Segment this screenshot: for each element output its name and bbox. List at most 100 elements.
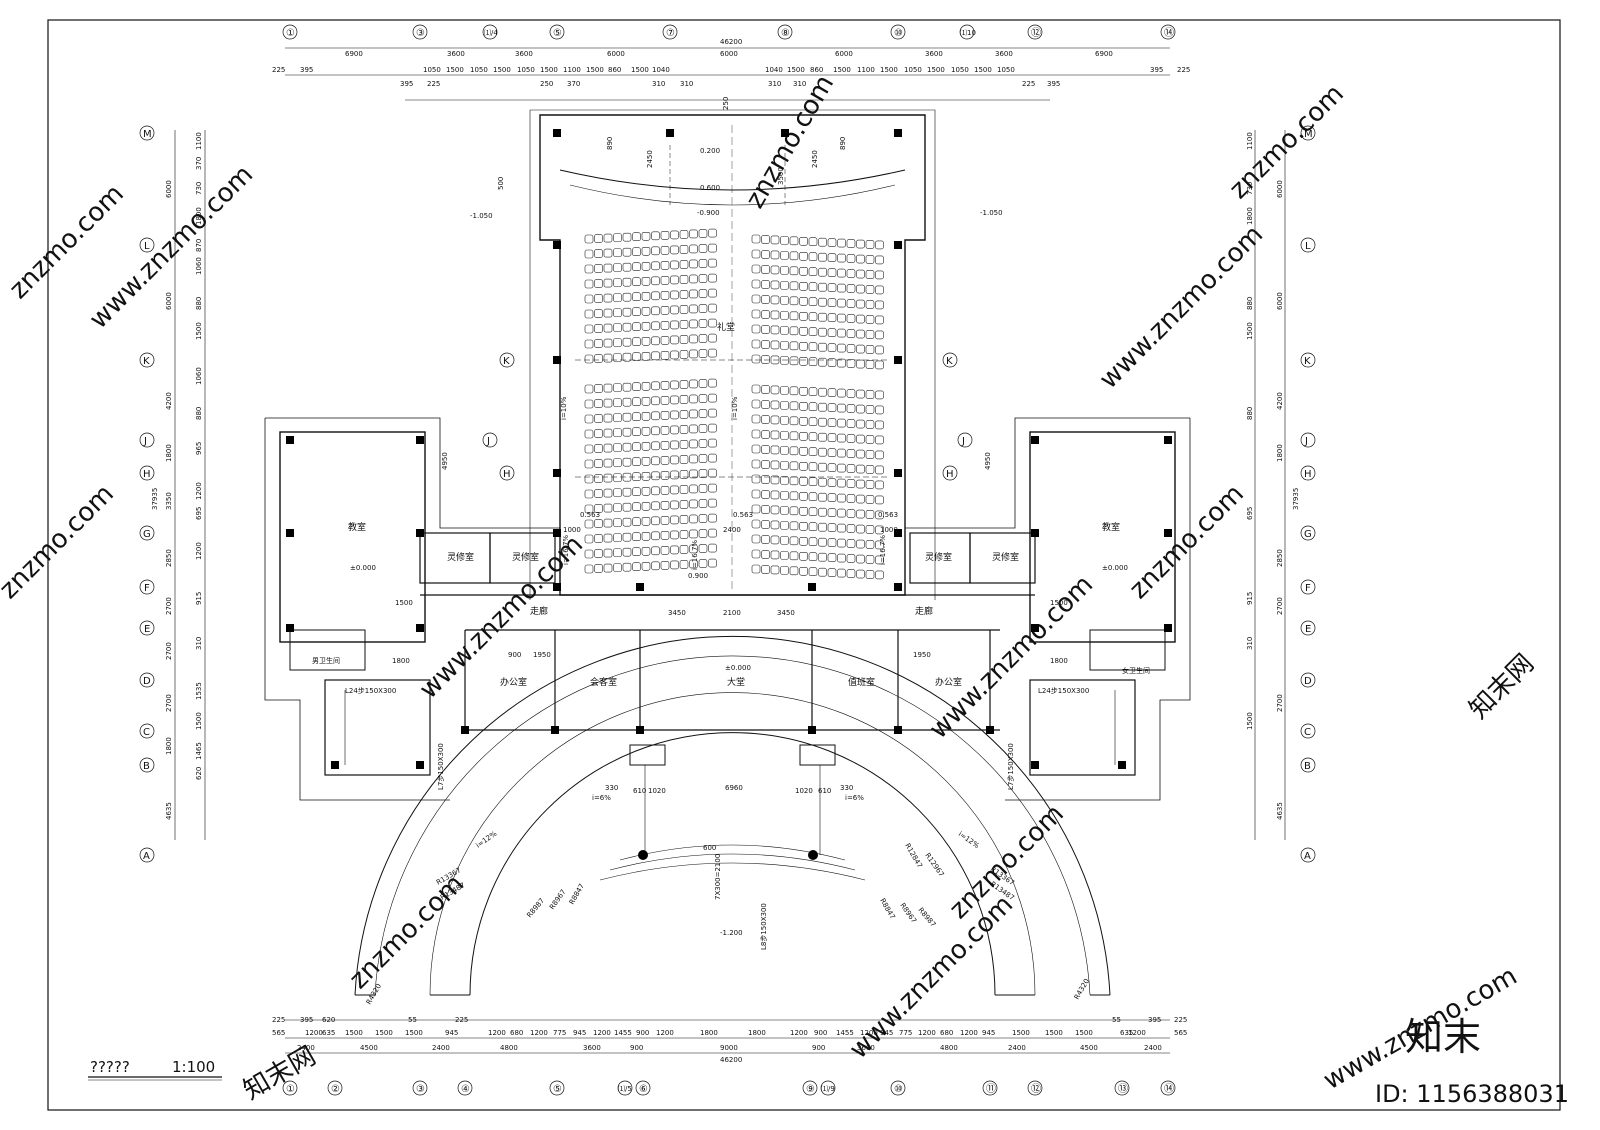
seat	[846, 404, 856, 413]
seat	[789, 551, 799, 561]
seat	[660, 261, 670, 270]
seat	[632, 352, 641, 362]
watermark-center-right: www.znzmo.com	[924, 570, 1099, 745]
seat	[818, 462, 827, 472]
svg-text:1465: 1465	[195, 742, 203, 760]
seat	[808, 327, 818, 337]
seat	[641, 561, 651, 571]
seat	[632, 427, 641, 437]
seat	[622, 352, 632, 362]
svg-text:55: 55	[408, 1016, 417, 1024]
seat	[827, 283, 837, 292]
seat	[660, 546, 670, 555]
seat	[865, 270, 875, 279]
seat	[846, 239, 856, 248]
seat	[689, 244, 698, 254]
svg-text:1455: 1455	[836, 1029, 854, 1037]
seat	[613, 428, 622, 437]
svg-text:3600: 3600	[515, 50, 533, 58]
seat	[670, 560, 679, 570]
seat	[689, 499, 698, 509]
seat	[770, 505, 780, 515]
seat	[641, 456, 651, 466]
seat	[837, 508, 846, 518]
seat	[622, 547, 632, 557]
seat	[875, 360, 884, 370]
svg-text:1200: 1200	[305, 1029, 323, 1037]
seat	[670, 485, 679, 495]
seat	[770, 235, 780, 245]
svg-text:1800: 1800	[1246, 207, 1254, 225]
seat	[641, 351, 651, 361]
svg-text:1200: 1200	[195, 542, 203, 560]
seat	[846, 419, 856, 428]
seat	[808, 552, 818, 562]
svg-text:2450: 2450	[646, 150, 654, 168]
seat	[632, 247, 641, 257]
svg-text:7X300=2100: 7X300=2100	[714, 854, 722, 900]
seat	[679, 485, 689, 494]
seat	[670, 305, 679, 315]
svg-text:2850: 2850	[165, 549, 173, 567]
seat	[808, 252, 818, 262]
left-side-dimensions: 6000 6000 4200 1800 3350 2850 2700 2700 …	[151, 180, 1300, 820]
seat	[837, 418, 846, 428]
seat	[698, 304, 708, 313]
seat	[679, 275, 689, 284]
room-office-right: 办公室	[935, 676, 962, 688]
seat	[632, 307, 641, 317]
seat	[660, 486, 670, 495]
svg-text:1050: 1050	[470, 66, 488, 74]
svg-text:E: E	[144, 624, 150, 635]
seat	[670, 380, 679, 390]
seat	[789, 356, 799, 366]
seat	[641, 336, 651, 346]
seat	[761, 460, 770, 469]
svg-text:0.563: 0.563	[733, 511, 753, 519]
seat	[846, 569, 856, 578]
seat	[689, 529, 698, 539]
seat	[698, 274, 708, 283]
seat	[708, 408, 717, 418]
svg-text:⑬: ⑬	[1118, 1083, 1128, 1095]
seat	[622, 232, 632, 242]
seat	[651, 381, 660, 391]
svg-text:F: F	[144, 583, 150, 594]
seat	[751, 249, 761, 259]
seat	[780, 476, 789, 485]
seat	[689, 544, 698, 554]
seat	[865, 405, 875, 414]
seat	[632, 457, 641, 467]
room-storage-1: 灵修室	[447, 551, 474, 563]
room-hall: 礼堂	[717, 321, 735, 333]
seat	[799, 401, 808, 411]
seat	[818, 492, 827, 502]
seat	[613, 323, 622, 332]
svg-text:1800: 1800	[1050, 657, 1068, 665]
seat	[856, 314, 865, 324]
svg-text:1800: 1800	[700, 1029, 718, 1037]
seat	[651, 531, 660, 541]
svg-text:2100: 2100	[723, 609, 741, 617]
seat	[698, 559, 708, 568]
seat	[780, 491, 789, 500]
seat	[603, 563, 613, 573]
column-mark	[1164, 624, 1172, 632]
seat	[799, 236, 808, 246]
seat	[679, 515, 689, 524]
svg-text:R12967: R12967	[923, 852, 945, 879]
room-classroom-left: 教室	[348, 521, 366, 533]
seat	[679, 470, 689, 479]
seat	[837, 328, 846, 338]
seat	[632, 532, 641, 542]
seat	[679, 545, 689, 554]
seat	[613, 563, 622, 572]
seat	[770, 445, 780, 455]
room-classroom-right: 教室	[1102, 521, 1120, 533]
seat	[594, 444, 603, 453]
seat	[670, 425, 679, 435]
svg-text:3600: 3600	[995, 50, 1013, 58]
seat	[613, 263, 622, 272]
seat	[837, 478, 846, 488]
seat	[761, 235, 770, 244]
